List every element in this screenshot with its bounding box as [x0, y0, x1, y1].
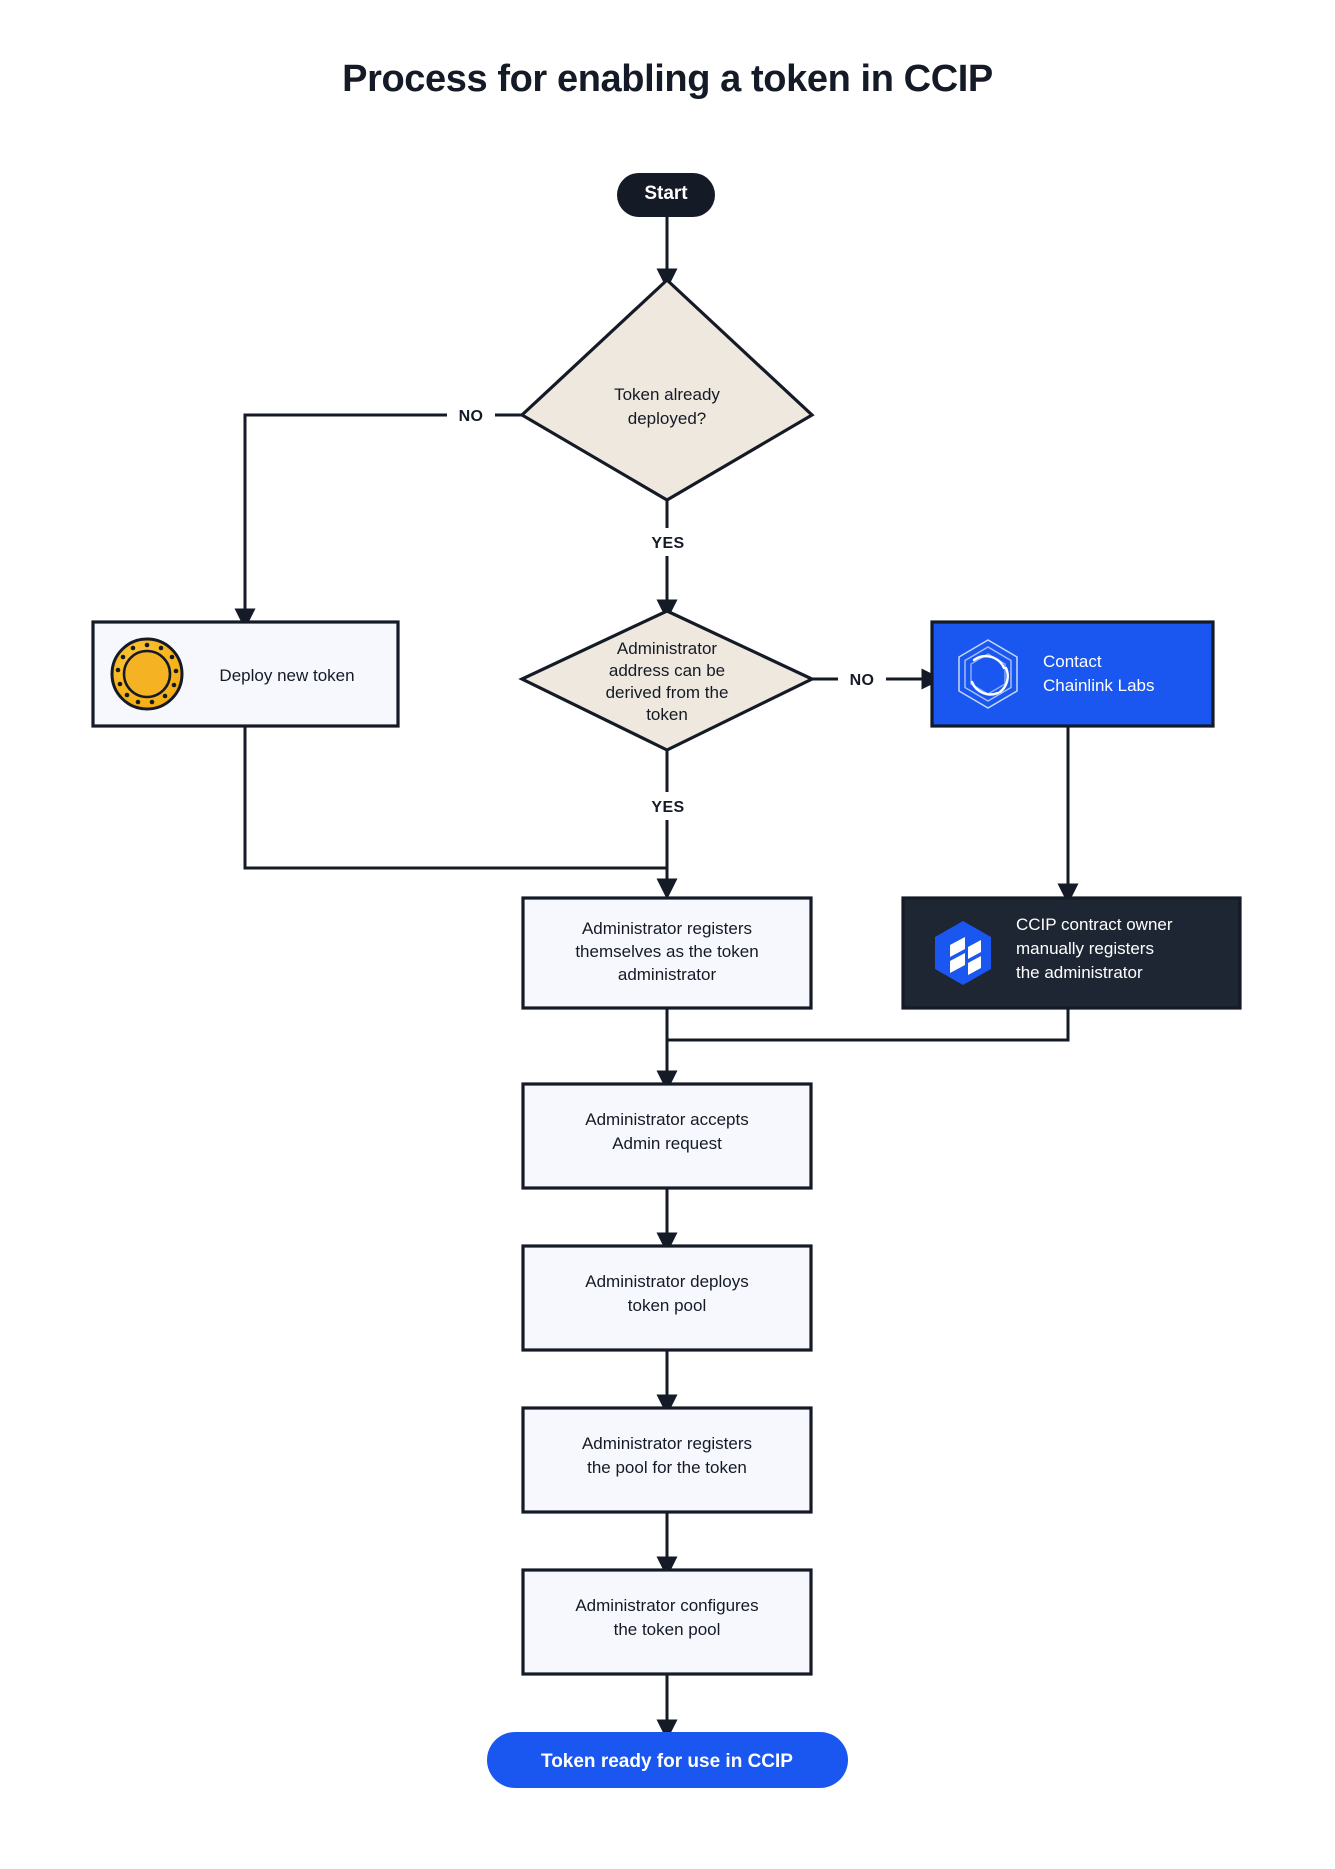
- edge-decision-deployed-no: [234, 413, 537, 630]
- node-decision-admin-derived-line-3: derived from the: [606, 683, 729, 702]
- node-admin-configures-pool[interactable]: Administrator configures the token pool: [521, 1568, 813, 1676]
- node-start[interactable]: Start: [617, 173, 715, 217]
- node-start-label: Start: [644, 183, 688, 204]
- node-contact-chainlink[interactable]: Contact Chainlink Labs: [930, 620, 1215, 728]
- node-decision-admin-derived-line-2: address can be: [609, 661, 725, 680]
- node-ccip-owner-line-1: CCIP contract owner: [1016, 915, 1173, 934]
- edge-ccip-owner-merge: [667, 1007, 1070, 1042]
- page-title: Process for enabling a token in CCIP: [342, 58, 993, 100]
- node-admin-registers-self-line-1: Administrator registers: [582, 919, 752, 938]
- node-admin-registers-pool-line-2: the pool for the token: [587, 1458, 747, 1477]
- node-admin-registers-self-line-3: administrator: [618, 965, 717, 984]
- edge-label-admin-no: NO: [838, 665, 886, 693]
- ccip-hex-icon: [935, 921, 991, 985]
- node-end[interactable]: Token ready for use in CCIP: [487, 1732, 848, 1788]
- node-admin-deploys-pool-line-1: Administrator deploys: [585, 1272, 748, 1291]
- edge-label-deployed-no-text: NO: [459, 408, 484, 425]
- node-admin-accepts-line-2: Admin request: [612, 1134, 722, 1153]
- node-admin-accepts[interactable]: Administrator accepts Admin request: [521, 1082, 813, 1190]
- edge-label-deployed-no: NO: [447, 401, 495, 429]
- node-decision-admin-derived-line-4: token: [646, 705, 688, 724]
- edge-label-admin-yes-text: YES: [651, 799, 684, 816]
- node-admin-configures-pool-line-2: the token pool: [614, 1620, 721, 1639]
- node-end-label: Token ready for use in CCIP: [541, 1751, 793, 1772]
- gold-coin-icon: [110, 637, 184, 711]
- node-admin-deploys-pool[interactable]: Administrator deploys token pool: [521, 1244, 813, 1352]
- node-deploy-new-token[interactable]: Deploy new token: [91, 620, 400, 728]
- edge-label-admin-yes: YES: [640, 792, 696, 820]
- node-ccip-owner-registers[interactable]: CCIP contract owner manually registers t…: [901, 896, 1242, 1010]
- edge-label-deployed-yes-text: YES: [651, 535, 684, 552]
- node-decision-token-deployed-line-1: Token already: [614, 385, 720, 404]
- node-admin-registers-self[interactable]: Administrator registers themselves as th…: [521, 896, 813, 1010]
- node-contact-chainlink-line-1: Contact: [1043, 652, 1102, 671]
- node-admin-configures-pool-line-1: Administrator configures: [575, 1596, 758, 1615]
- node-decision-token-deployed-line-2: deployed?: [628, 409, 706, 428]
- edge-label-admin-no-text: NO: [850, 672, 875, 689]
- node-deploy-new-token-label: Deploy new token: [219, 666, 354, 685]
- edge-deploy-token-merge: [243, 723, 667, 870]
- node-ccip-owner-line-3: the administrator: [1016, 963, 1143, 982]
- node-admin-registers-self-line-2: themselves as the token: [575, 942, 758, 961]
- node-decision-admin-derived-line-1: Administrator: [617, 639, 717, 658]
- node-admin-registers-pool[interactable]: Administrator registers the pool for the…: [521, 1406, 813, 1514]
- edge-label-deployed-yes: YES: [640, 528, 696, 556]
- node-contact-chainlink-line-2: Chainlink Labs: [1043, 676, 1155, 695]
- node-ccip-owner-line-2: manually registers: [1016, 939, 1154, 958]
- node-decision-admin-derived[interactable]: Administrator address can be derived fro…: [518, 609, 816, 752]
- chainlink-logo-icon: [958, 639, 1018, 709]
- node-decision-token-deployed[interactable]: Token already deployed?: [519, 277, 815, 502]
- node-admin-registers-pool-line-1: Administrator registers: [582, 1434, 752, 1453]
- node-admin-accepts-line-1: Administrator accepts: [585, 1110, 748, 1129]
- node-admin-deploys-pool-line-2: token pool: [628, 1296, 706, 1315]
